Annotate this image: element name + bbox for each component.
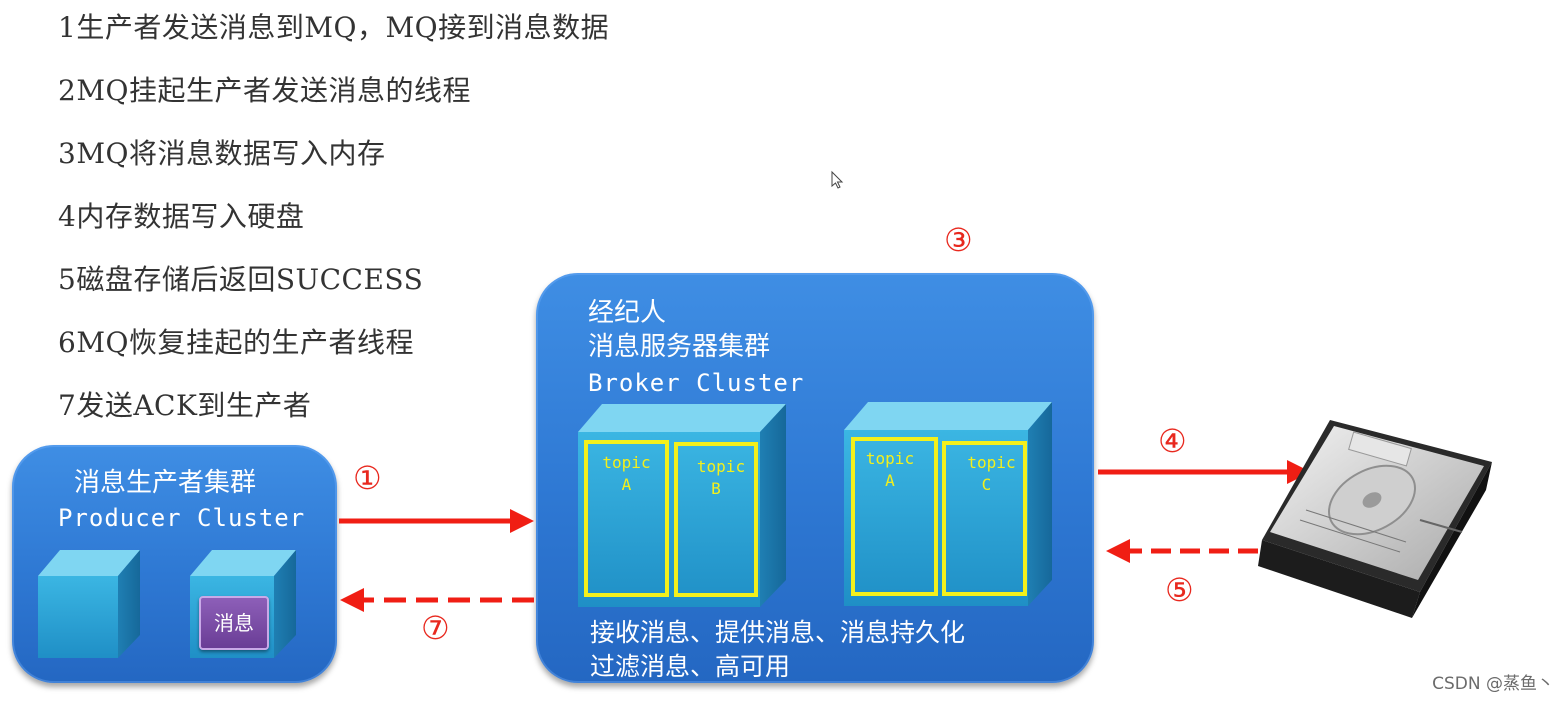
arrow-7-ack	[340, 588, 534, 612]
step-list: 1生产者发送消息到MQ，MQ接到消息数据 2MQ挂起生产者发送消息的线程 3MQ…	[58, 10, 609, 451]
topic-box	[584, 440, 669, 597]
step-marker-5: ⑤	[1165, 571, 1194, 609]
step-item: 7发送ACK到生产者	[58, 389, 312, 422]
topic-box	[851, 437, 938, 596]
producer-cube-left	[38, 550, 140, 658]
broker-subtitle-cn: 消息服务器集群	[588, 332, 771, 362]
producer-subtitle: Producer Cluster	[58, 504, 306, 532]
topic-label: topic B	[696, 457, 746, 498]
step-item: 3MQ将消息数据写入内存	[58, 137, 386, 170]
step-item: 6MQ恢复挂起的生产者线程	[58, 326, 414, 359]
watermark: CSDN @蒸鱼丶	[1432, 674, 1554, 694]
step-item: 5磁盘存储后返回SUCCESS	[58, 263, 424, 296]
arrow-4-write-disk	[1098, 460, 1311, 484]
broker-features-1: 接收消息、提供消息、消息持久化	[590, 618, 966, 647]
step-marker-3: ③	[944, 221, 973, 259]
step-marker-7: ⑦	[421, 609, 450, 647]
step-marker-1: ①	[353, 459, 382, 497]
broker-block-right	[844, 402, 1052, 606]
arrow-1-send	[339, 509, 534, 533]
topic-label: topic C	[967, 453, 1016, 494]
hard-disk-icon	[1258, 420, 1492, 618]
step-marker-4: ④	[1158, 422, 1187, 460]
broker-features-2: 过滤消息、高可用	[590, 652, 791, 681]
topic-label: topic A	[602, 453, 651, 494]
broker-title: 经纪人	[588, 298, 667, 328]
topic-box	[942, 441, 1027, 596]
producer-title: 消息生产者集群	[74, 468, 257, 498]
step-item: 2MQ挂起生产者发送消息的线程	[58, 74, 471, 107]
arrow-5-success	[1106, 539, 1258, 563]
message-box: 消息	[199, 596, 269, 650]
broker-subtitle-en: Broker Cluster	[588, 369, 805, 397]
topic-box	[674, 442, 758, 597]
topic-label: topic A	[865, 449, 915, 490]
step-item: 4内存数据写入硬盘	[58, 200, 305, 233]
step-item: 1生产者发送消息到MQ，MQ接到消息数据	[58, 11, 610, 44]
